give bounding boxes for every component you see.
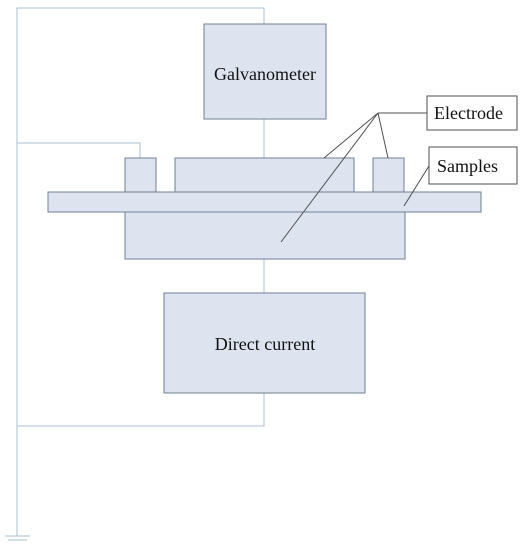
electrode-label-box <box>426 95 518 131</box>
samples-label-box <box>428 146 518 185</box>
bottom-electrode <box>124 211 406 260</box>
galvanometer-box <box>203 23 327 120</box>
samples-callout-leader <box>403 165 430 207</box>
sample-plate <box>47 191 482 213</box>
electrode-label: Electrode <box>434 103 503 123</box>
direct-current-label: Direct current <box>215 334 315 354</box>
center-electrode <box>174 157 355 193</box>
electrode-callout-leaders <box>280 112 427 243</box>
direct-current-box <box>163 292 366 394</box>
wire-top-loop <box>16 7 264 426</box>
left-electrode <box>124 157 157 193</box>
wire-source-return <box>17 393 265 427</box>
samples-label: Samples <box>437 156 498 176</box>
wire-left-electrode <box>17 142 141 158</box>
galvanometer-label: Galvanometer <box>214 64 316 84</box>
right-electrode <box>372 157 405 193</box>
ground-symbol <box>5 535 30 541</box>
